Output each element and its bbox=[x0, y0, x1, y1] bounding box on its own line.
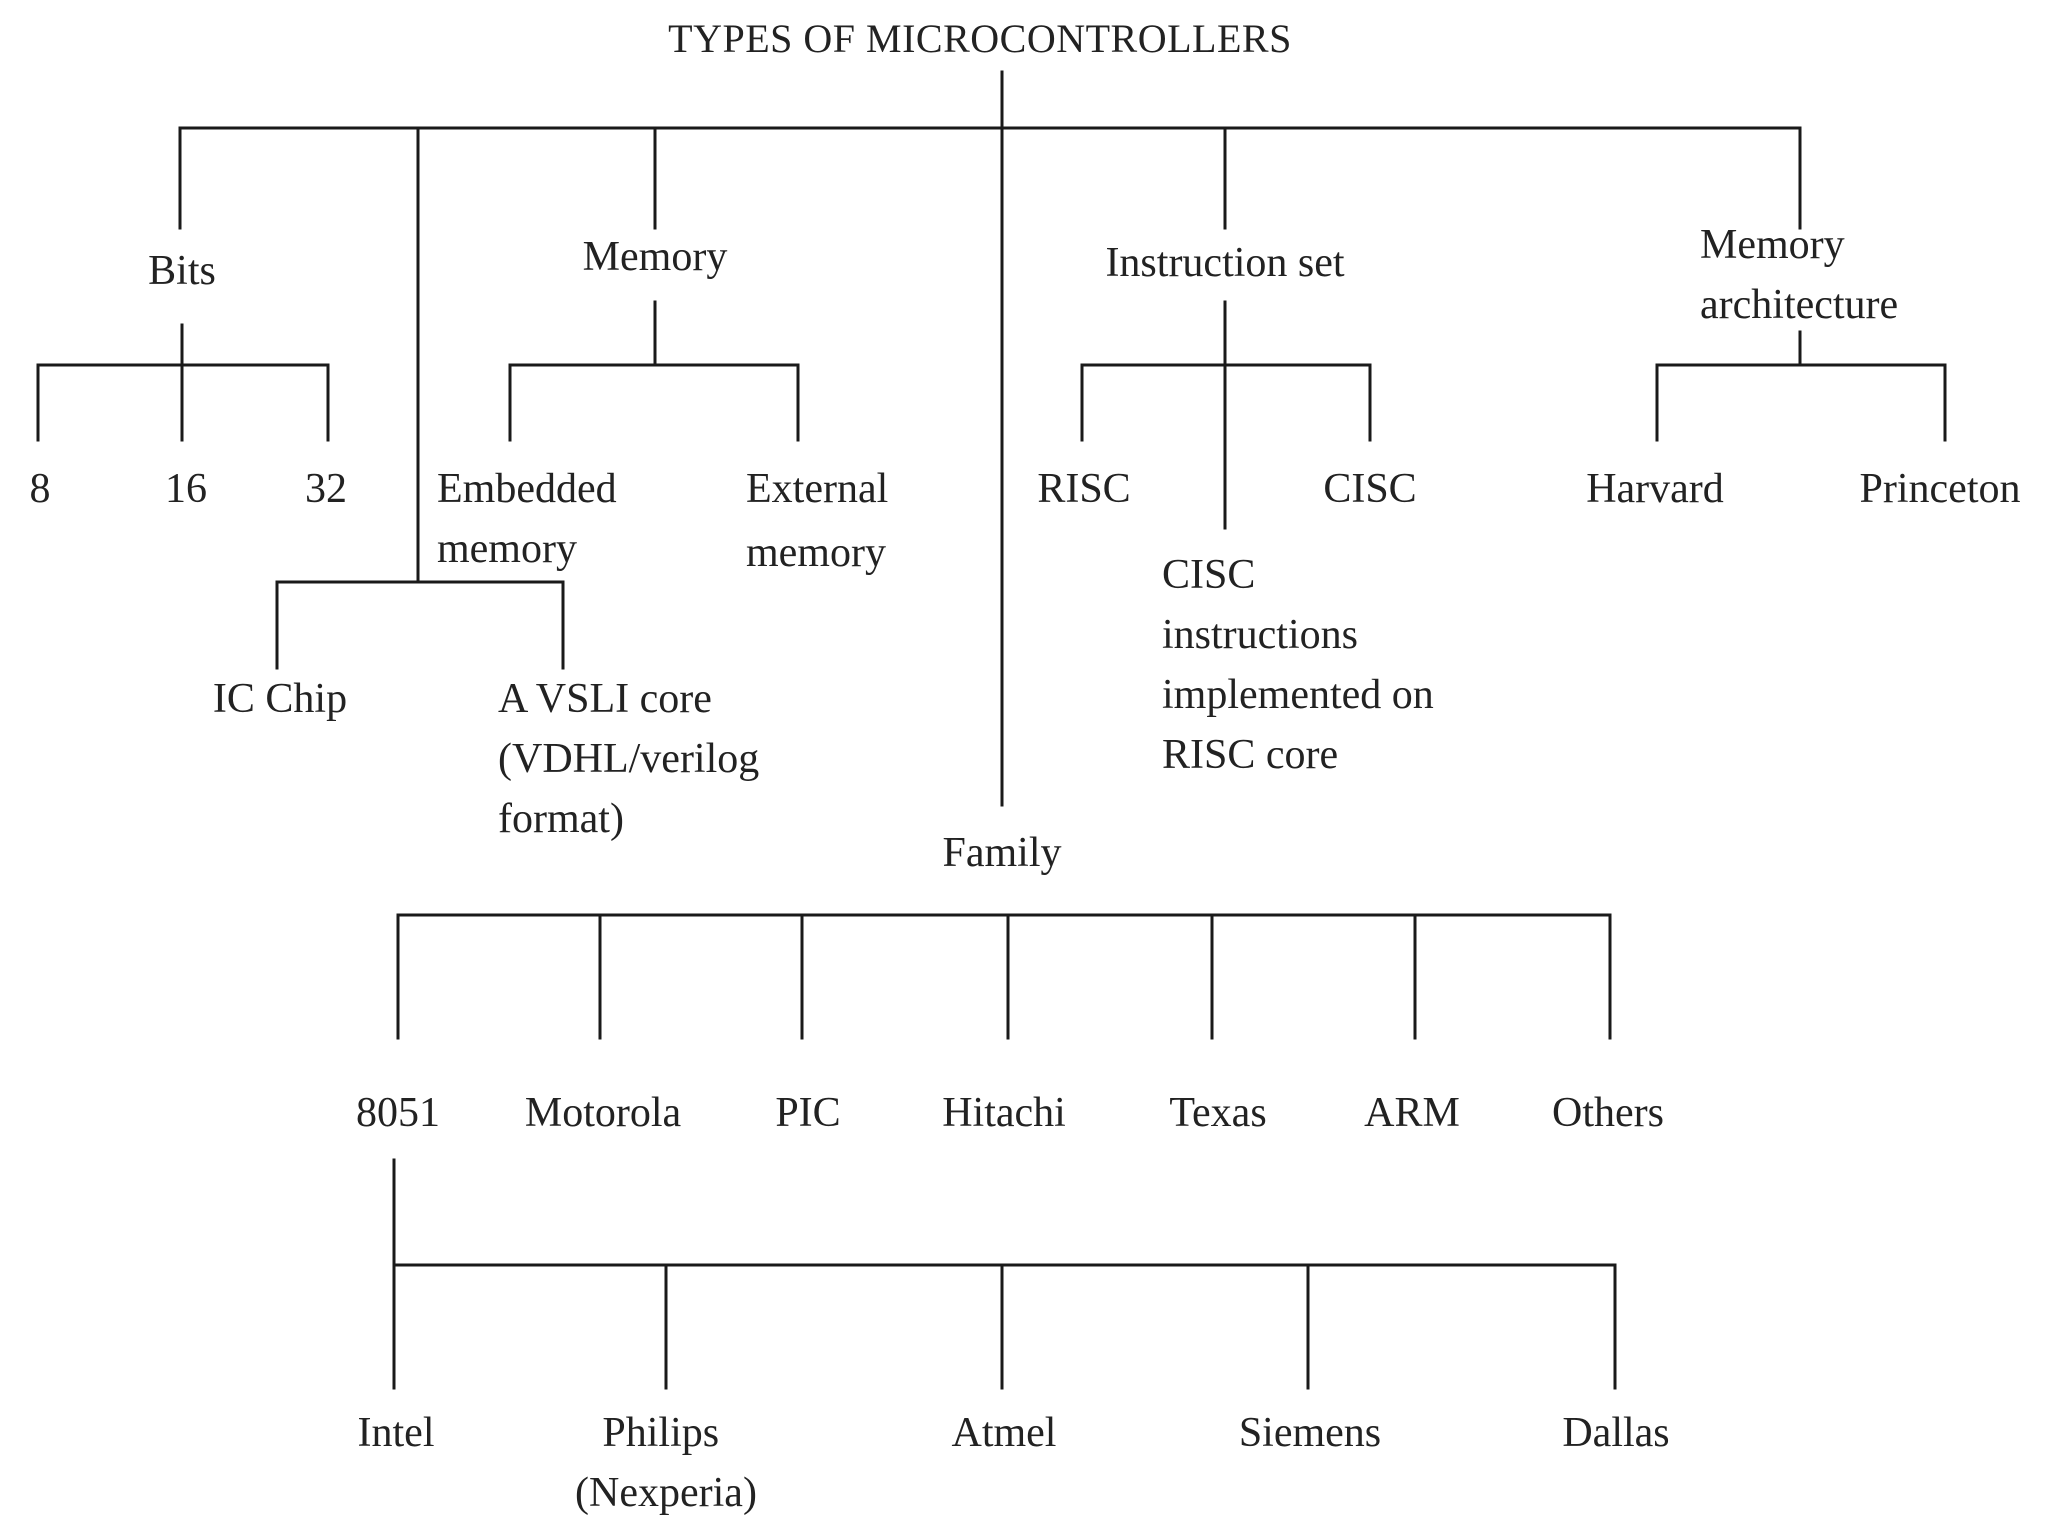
node-bits: Bits bbox=[148, 248, 216, 294]
node-ic-chip: IC Chip bbox=[213, 676, 347, 722]
node-cisc: CISC bbox=[1323, 466, 1416, 512]
node-vendor-siemens: Siemens bbox=[1239, 1410, 1381, 1456]
node-family-others: Others bbox=[1552, 1090, 1664, 1136]
node-family-hitachi: Hitachi bbox=[942, 1090, 1066, 1136]
node-family-texas: Texas bbox=[1169, 1090, 1266, 1136]
node-vlsi-core: A VSLI core (VDHL/verilog format) bbox=[498, 676, 770, 842]
node-family-arm: ARM bbox=[1364, 1090, 1460, 1136]
node-bits-16: 16 bbox=[165, 466, 207, 512]
node-bits-8: 8 bbox=[30, 466, 51, 512]
node-cisc-on-risc: CISC instructions implemented on RISC co… bbox=[1162, 552, 1444, 778]
node-vendor-philips: Philips (Nexperia) bbox=[575, 1410, 757, 1516]
node-vendor-atmel: Atmel bbox=[952, 1410, 1057, 1456]
labels: TYPES OF MICROCONTROLLERS Bits 8 16 32 I… bbox=[30, 16, 2021, 1516]
node-bits-32: 32 bbox=[305, 466, 347, 512]
connectors bbox=[36, 70, 1947, 1390]
node-vendor-dallas: Dallas bbox=[1562, 1410, 1669, 1456]
node-harvard: Harvard bbox=[1586, 466, 1724, 512]
node-princeton: Princeton bbox=[1860, 466, 2021, 512]
node-risc: RISC bbox=[1037, 466, 1130, 512]
node-external-memory: External memory bbox=[746, 466, 899, 576]
node-memory: Memory bbox=[583, 234, 728, 280]
node-vendor-intel: Intel bbox=[358, 1410, 435, 1456]
node-embedded-memory: Embedded memory bbox=[437, 466, 627, 572]
node-family-motorola: Motorola bbox=[525, 1090, 682, 1136]
node-family-pic: PIC bbox=[775, 1090, 840, 1136]
node-family-8051: 8051 bbox=[356, 1090, 440, 1136]
node-family: Family bbox=[942, 830, 1061, 876]
diagram-title: TYPES OF MICROCONTROLLERS bbox=[668, 16, 1292, 61]
node-instruction-set: Instruction set bbox=[1105, 240, 1344, 286]
node-memory-architecture: Memory architecture bbox=[1700, 222, 1898, 328]
